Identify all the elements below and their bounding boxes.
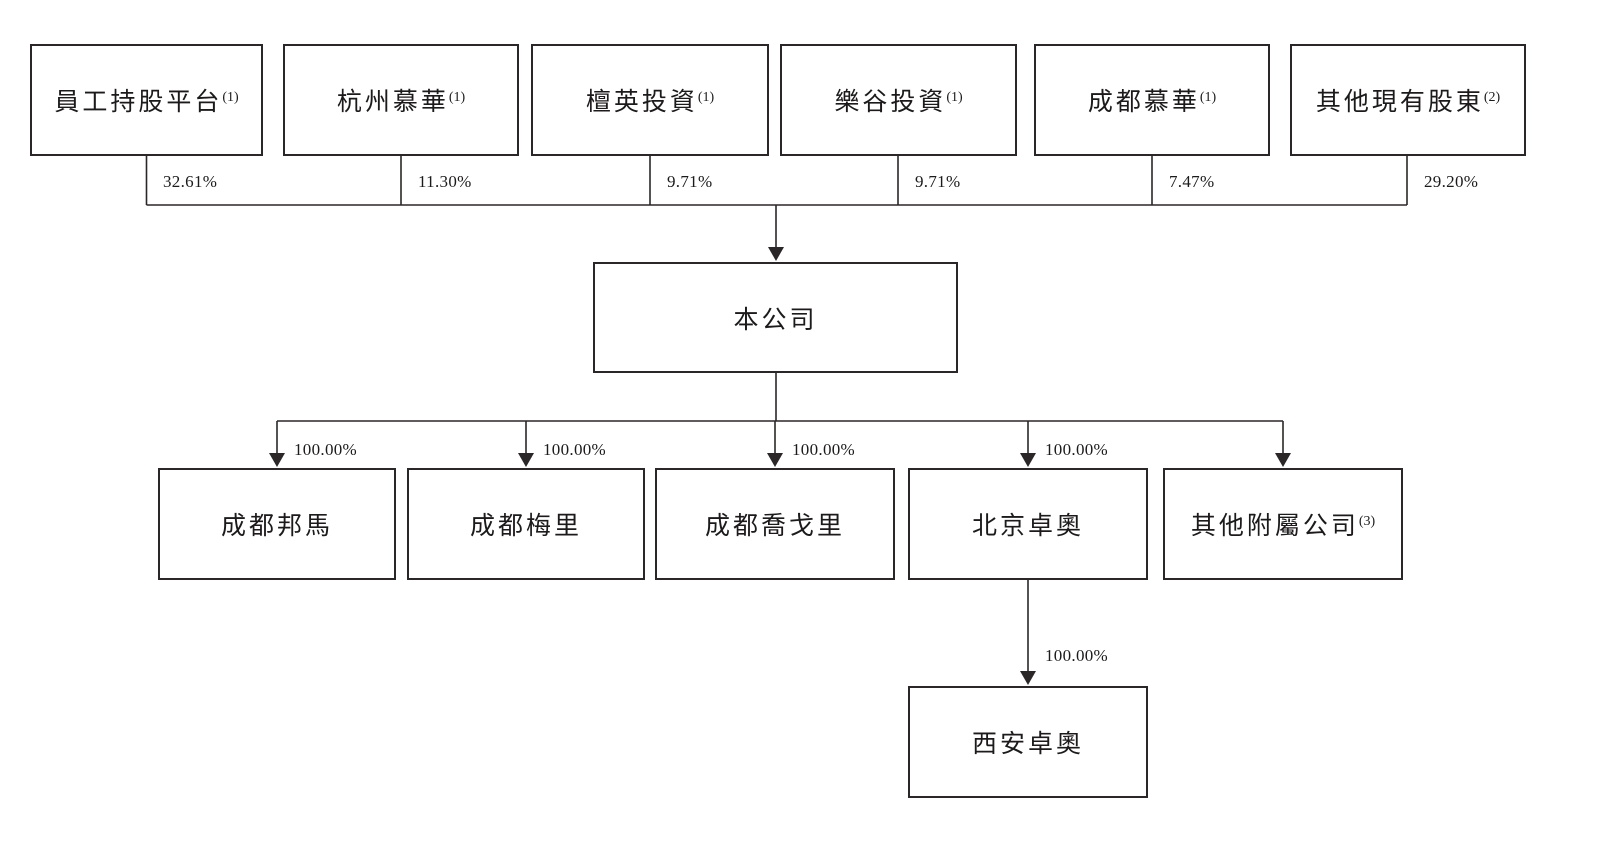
ownership-percent: 100.00% — [792, 440, 856, 459]
footnote-ref: (1) — [946, 90, 963, 105]
node-chengdu-bangma: 成都邦馬 — [158, 468, 396, 580]
node-label: 北京卓奧 — [971, 513, 1084, 540]
ownership-percent: 100.00% — [543, 440, 607, 459]
node-tanying-investment: 檀英投資(1) — [531, 44, 769, 156]
node-label: 杭州慕華(1) — [336, 89, 466, 116]
footnote-ref: (1) — [448, 90, 466, 105]
ownership-percent: 100.00% — [1045, 646, 1109, 665]
footnote-ref: (3) — [1358, 514, 1376, 529]
node-beijing-zhuoao: 北京卓奧 — [908, 468, 1148, 580]
node-label: 成都喬戈里 — [704, 513, 845, 540]
node-label: 本公司 — [733, 306, 818, 334]
ownership-percent: 11.30% — [418, 172, 472, 191]
node-employee-shareholding-platform: 員工持股平台(1) — [30, 44, 263, 156]
node-other-subsidiaries: 其他附屬公司(3) — [1163, 468, 1403, 580]
ownership-percent: 9.71% — [667, 172, 713, 191]
node-label: 西安卓奧 — [971, 731, 1084, 758]
ownership-percent: 100.00% — [294, 440, 358, 459]
node-chengdu-meili: 成都梅里 — [407, 468, 645, 580]
footnote-ref: (1) — [1199, 90, 1217, 105]
ownership-percent: 7.47% — [1169, 172, 1215, 191]
ownership-percent: 100.00% — [1045, 440, 1109, 459]
node-legu-investment: 樂谷投資(1) — [780, 44, 1017, 156]
ownership-percent: 9.71% — [915, 172, 961, 191]
node-label: 樂谷投資(1) — [834, 89, 963, 116]
node-label: 成都慕華(1) — [1087, 89, 1217, 116]
node-label: 員工持股平台(1) — [54, 89, 239, 116]
node-the-company: 本公司 — [593, 262, 958, 373]
node-xian-zhuoao: 西安卓奧 — [908, 686, 1148, 798]
node-hangzhou-muhua: 杭州慕華(1) — [283, 44, 519, 156]
node-other-existing-shareholders: 其他現有股東(2) — [1290, 44, 1526, 156]
node-label: 成都邦馬 — [220, 513, 333, 540]
ownership-percent: 29.20% — [1424, 172, 1479, 191]
node-chengdu-qiaogeli: 成都喬戈里 — [655, 468, 895, 580]
ownership-percent: 32.61% — [163, 172, 218, 191]
footnote-ref: (2) — [1483, 90, 1501, 105]
footnote-ref: (1) — [222, 90, 239, 105]
node-label: 其他現有股東(2) — [1315, 89, 1501, 116]
node-chengdu-muhua: 成都慕華(1) — [1034, 44, 1270, 156]
node-label: 成都梅里 — [469, 513, 582, 540]
footnote-ref: (1) — [697, 90, 715, 105]
node-label: 其他附屬公司(3) — [1190, 513, 1376, 540]
node-label: 檀英投資(1) — [585, 89, 715, 116]
